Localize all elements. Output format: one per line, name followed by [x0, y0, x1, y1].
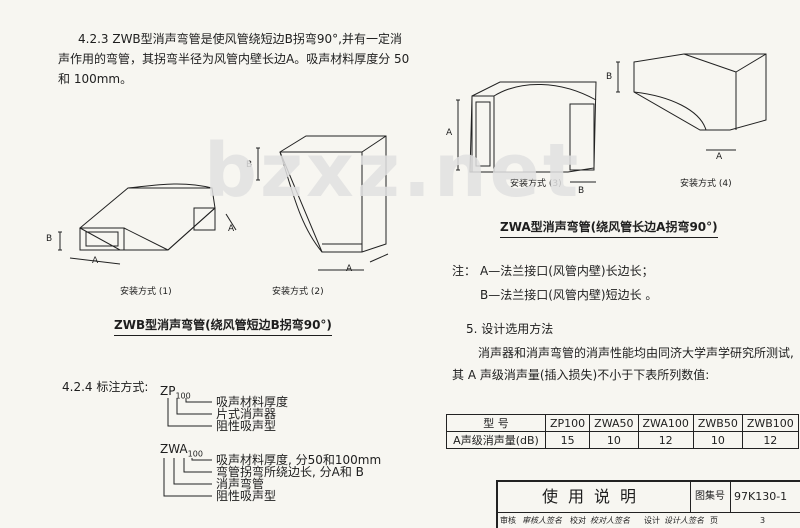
dim-a-4: A	[716, 152, 723, 162]
note-b: B—法兰接口(风管内壁)短边长 。	[480, 288, 658, 302]
caption-zwa: ZWA型消声弯管(绕风管长边A拐弯90°)	[500, 218, 718, 238]
table-header-cell: ZWA50	[589, 414, 639, 432]
notes-lead: 注：	[452, 264, 477, 278]
table-row-label: A声级消声量(dB)	[446, 431, 546, 449]
zp-code-text: ZP	[160, 384, 176, 398]
dim-a-1: A	[92, 256, 99, 266]
label-install-3: 安装方式 (3)	[510, 179, 562, 189]
title-block-title: 使用说明	[498, 482, 691, 513]
dim-a-2: A	[346, 264, 353, 274]
zwa-code: ZWA100	[160, 440, 203, 461]
atlas-number: 97K130-1	[731, 482, 800, 513]
table-cell: 12	[637, 431, 694, 449]
section-423-line3: 和 100mm。	[58, 72, 133, 86]
dim-b-4: B	[606, 72, 613, 82]
zp-item-1: 吸声材料厚度	[216, 395, 289, 409]
table-cell: 12	[741, 431, 799, 449]
section-5-line2: 其 A 声级消声量(插入损失)不小于下表所列数值:	[452, 368, 710, 382]
page-number: 3	[760, 516, 766, 525]
title-block-signatures: 审核 审核人签名 校对 校对人签名 设计 设计人签名 页 3	[498, 513, 800, 528]
dim-a-1b: A	[228, 224, 235, 234]
section-424-title: 4.2.4 标注方式:	[62, 380, 149, 394]
section-5-line1: 消声器和消声弯管的消声性能均由同济大学声学研究所测试,	[478, 346, 794, 360]
attenuation-table: 型 号 ZP100 ZWA50 ZWA100 ZWB50 ZWB100 A声级消…	[446, 414, 799, 449]
dim-b-2: B	[246, 160, 253, 170]
zp-code-sub: 100	[175, 391, 191, 401]
check-label: 校对	[570, 516, 586, 525]
table-cell: 10	[589, 431, 639, 449]
zwa-item-1: 吸声材料厚度, 分50和100mm	[216, 453, 382, 467]
design-label: 设计	[644, 516, 660, 525]
label-install-2: 安装方式 (2)	[272, 287, 324, 297]
zwa-item-2: 弯管拐弯所绕边长, 分A和 B	[216, 465, 364, 479]
zp-item-3: 阻性吸声型	[216, 419, 277, 433]
design-signature: 设计人签名	[664, 516, 704, 525]
title-block: 使用说明 图集号 97K130-1 审核 审核人签名 校对 校对人签名 设计 设…	[496, 480, 800, 528]
note-a: A—法兰接口(风管内壁)长边长；	[480, 264, 654, 278]
dim-b-1: B	[46, 234, 53, 244]
dim-a-3: A	[446, 128, 453, 138]
section-423-line1: 4.2.3 ZWB型消声弯管是使风管绕短边B拐弯90°,并有一定消	[78, 32, 402, 46]
label-install-4: 安装方式 (4)	[680, 179, 732, 189]
caption-zwb: ZWB型消声弯管(绕风管短边B拐弯90°)	[114, 316, 332, 336]
section-5-title: 5. 设计选用方法	[466, 322, 554, 336]
zwa-code-text: ZWA	[160, 442, 188, 456]
atlas-label: 图集号	[690, 482, 731, 513]
table-row: A声级消声量(dB) 15 10 12 10 12	[446, 431, 799, 449]
review-signature: 审核人签名	[522, 516, 562, 525]
label-install-1: 安装方式 (1)	[120, 287, 172, 297]
section-423-line2: 声作用的弯管，其拐弯半径为风管内壁长边A。吸声材料厚度分 50	[58, 52, 410, 66]
table-header-cell: ZWB100	[741, 414, 799, 432]
zp-code: ZP100	[160, 382, 191, 403]
dim-b-3: B	[578, 186, 585, 196]
zwa-item-4: 阻性吸声型	[216, 489, 277, 503]
page-label: 页	[710, 516, 718, 525]
zwa-code-sub: 100	[187, 449, 203, 459]
table-cell: 10	[692, 431, 743, 449]
review-label: 审核	[500, 516, 516, 525]
check-signature: 校对人签名	[590, 516, 630, 525]
zwa-item-3: 消声弯管	[216, 477, 265, 491]
zp-item-2: 片式消声器	[216, 407, 277, 421]
